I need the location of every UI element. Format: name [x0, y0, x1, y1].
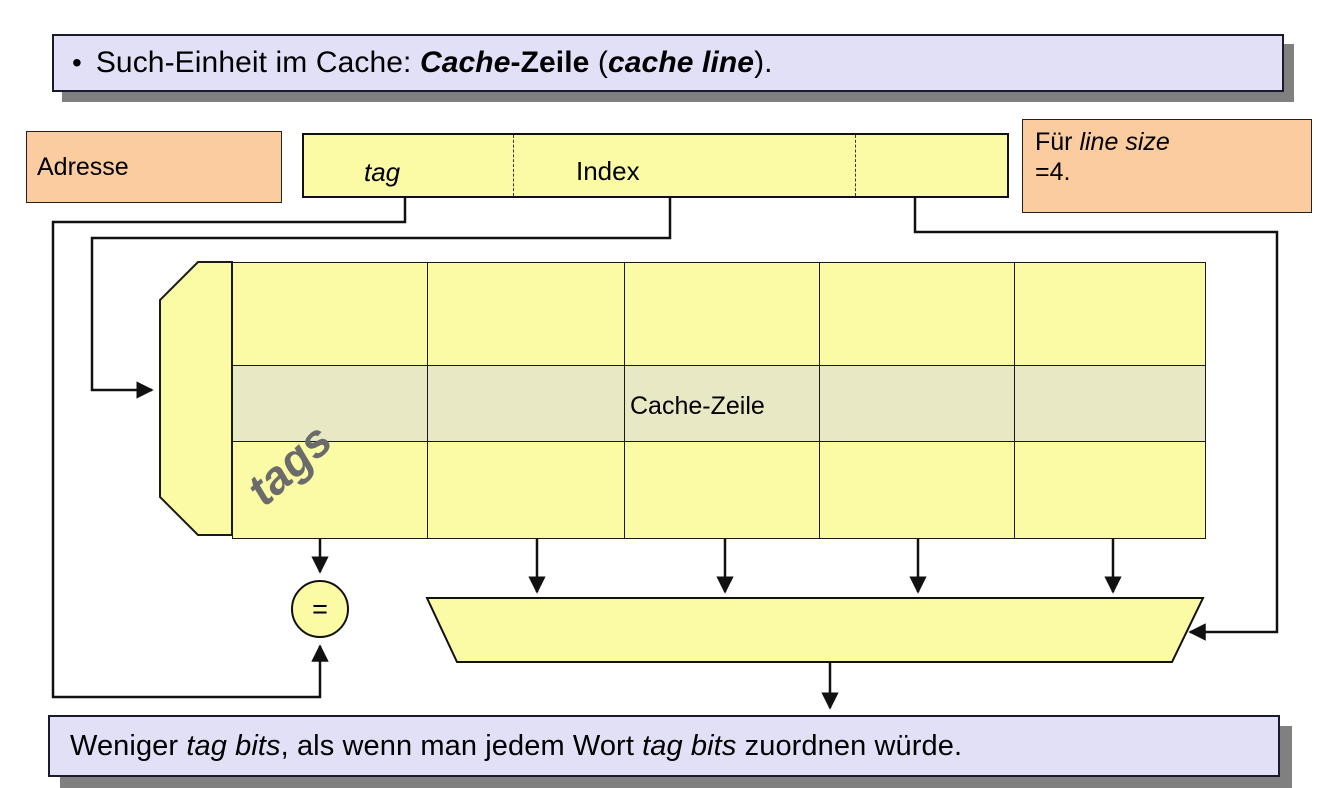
address-label-box: Adresse [26, 131, 282, 203]
bottom-banner: Weniger tag bits, als wenn man jedem Wor… [48, 715, 1280, 777]
address-field-tag-label: tag [364, 157, 401, 187]
address-divider-index-offset [855, 135, 856, 196]
cache-cell-highlighted [427, 365, 625, 442]
cache-cell [1014, 441, 1206, 539]
cache-cell [427, 441, 625, 539]
address-divider-tag-index [513, 135, 514, 196]
top-banner-text: Such-Einheit im Cache: Cache-Zeile (cach… [95, 46, 773, 79]
cache-line-label: Cache-Zeile [630, 392, 765, 420]
note-line-1: Für line size [1035, 128, 1299, 158]
cache-cell-highlighted [232, 365, 428, 442]
note-line-1-prefix: Für [1035, 128, 1080, 156]
note-line-2: =4. [1035, 157, 1071, 186]
cache-cell [819, 262, 1015, 366]
cache-cell [427, 262, 625, 366]
cache-cell [232, 262, 428, 366]
multiplexer-shape [425, 597, 1205, 663]
top-banner: • Such-Einheit im Cache: Cache-Zeile (ca… [52, 34, 1284, 92]
note-box: Für line size =4. [1022, 119, 1312, 213]
address-field-index-label: Index [576, 156, 640, 186]
address-bar: tag Index [302, 133, 1009, 198]
bottom-banner-text: Weniger tag bits, als wenn man jedem Wor… [70, 729, 963, 762]
cache-cell-highlighted [1014, 365, 1206, 442]
address-label-text: Adresse [37, 152, 129, 181]
cache-cell [1014, 262, 1206, 366]
cache-cell-highlighted [819, 365, 1015, 442]
cache-cell [624, 441, 820, 539]
cache-cell [232, 441, 428, 539]
comparator: = [291, 580, 349, 638]
bullet-icon: • [72, 47, 82, 78]
cache-cell [819, 441, 1015, 539]
cache-cell [624, 262, 820, 366]
comparator-symbol: = [312, 593, 328, 624]
note-line-1-italic: line size [1079, 128, 1170, 156]
decoder-shape [159, 261, 233, 536]
